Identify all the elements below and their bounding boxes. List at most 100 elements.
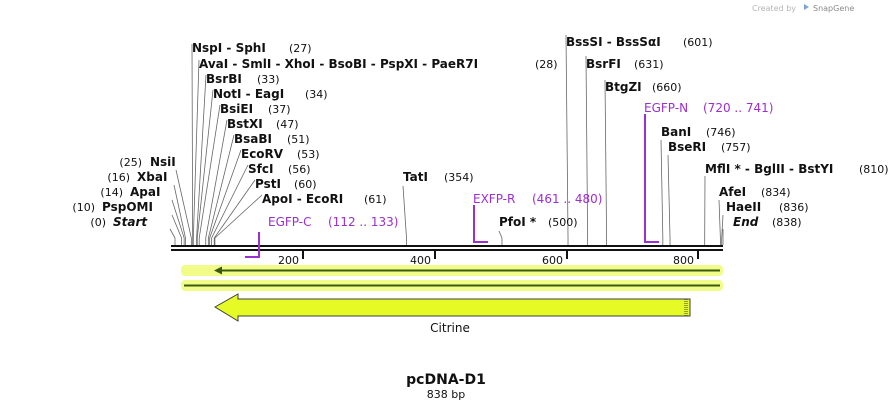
site-leader-line xyxy=(196,74,207,245)
site-bsssi-label: BssSI - BssSαI xyxy=(566,35,661,49)
site-leader-line xyxy=(585,55,589,245)
site-leader-line xyxy=(402,185,407,245)
site-nsii-label: NsiI xyxy=(150,155,176,169)
site-leader-line xyxy=(498,230,503,245)
site-bseri-position: (757) xyxy=(721,141,751,154)
site-bsrfi[interactable]: BsrFI (631) xyxy=(586,57,664,71)
site-leader-line xyxy=(173,184,186,245)
site-bsrbi-label: BsrBI xyxy=(206,72,242,86)
site-sfci-position: (56) xyxy=(288,163,311,176)
site-apai-label: ApaI xyxy=(130,185,160,199)
site-leader-line xyxy=(660,139,664,245)
feature-citrine[interactable]: Citrine xyxy=(214,293,691,335)
site-btgzi-label: BtgZI xyxy=(605,80,642,94)
site-nspi[interactable]: NspI - SphI (27) xyxy=(192,41,312,55)
site-afei-position: (834) xyxy=(761,186,791,199)
map-length: 838 bp xyxy=(427,388,465,401)
site-psti-position: (60) xyxy=(294,178,317,191)
site-btgzi-position: (660) xyxy=(652,81,682,94)
site-bsabi-position: (51) xyxy=(287,133,310,146)
site-leader-line xyxy=(211,164,249,245)
primer-exfp-r[interactable]: EXFP-R (461 .. 480) xyxy=(473,192,602,243)
site-start[interactable]: (0) Start xyxy=(90,215,148,229)
site-leader-line xyxy=(604,79,607,245)
site-tati-position: (354) xyxy=(444,171,474,184)
site-pfoi-position: (500) xyxy=(548,216,578,229)
site-sfci[interactable]: SfcI (56) xyxy=(248,162,311,176)
site-start-label: Start xyxy=(113,215,148,229)
primer-egfp-n[interactable]: EGFP-N (720 .. 741) xyxy=(644,101,773,243)
site-haeii[interactable]: HaeII (836) xyxy=(726,200,809,214)
site-psti-label: PstI xyxy=(255,177,281,191)
site-bsiei-label: BsiEI xyxy=(220,102,253,116)
site-bseri[interactable]: BseRI (757) xyxy=(668,140,751,154)
site-avai[interactable]: AvaI - SmlI - XhoI - BsoBI - PspXI - Pae… xyxy=(199,57,558,71)
site-bsssi[interactable]: BssSI - BssSαI (601) xyxy=(566,35,713,49)
site-pfoi[interactable]: PfoI * (500) xyxy=(499,215,578,229)
site-apoi[interactable]: ApoI - EcoRI (61) xyxy=(262,192,387,206)
site-tati[interactable]: TatI (354) xyxy=(403,170,474,184)
site-psti[interactable]: PstI (60) xyxy=(255,177,317,191)
feature-citrine-label: Citrine xyxy=(430,321,470,335)
site-tati-label: TatI xyxy=(403,170,428,184)
map-title: pcDNA-D1 xyxy=(406,372,486,388)
site-noti[interactable]: NotI - EagI (34) xyxy=(213,87,328,101)
site-leader-line xyxy=(171,214,182,245)
primer-egfp-n-name: EGFP-N xyxy=(644,101,688,115)
site-nsii[interactable]: (25) NsiI xyxy=(119,155,175,169)
site-leader-line xyxy=(721,214,724,245)
primer-exfp-r-range: (461 .. 480) xyxy=(532,192,602,206)
primer-egfp-c[interactable]: EGFP-C (112 .. 133) xyxy=(245,215,398,258)
site-apai-position: (14) xyxy=(100,186,123,199)
snapgene-brand: SnapGene xyxy=(813,4,854,13)
site-leader-line xyxy=(565,34,569,245)
site-labels: NspI - SphI (27) AvaI - SmlI - XhoI - Bs… xyxy=(72,35,888,229)
site-ecorv[interactable]: EcoRV (53) xyxy=(241,147,320,161)
site-ecorv-label: EcoRV xyxy=(241,147,284,161)
site-leader-line xyxy=(213,179,256,245)
ruler-label-400: 400 xyxy=(410,254,431,267)
site-nspi-label: NspI - SphI xyxy=(192,41,266,55)
site-pspomi[interactable]: (10) PspOMI xyxy=(72,200,153,214)
site-nspi-position: (27) xyxy=(289,42,312,55)
primer-egfp-c-range: (112 .. 133) xyxy=(328,215,398,229)
site-avai-position: (28) xyxy=(535,58,558,71)
site-apai[interactable]: (14) ApaI xyxy=(100,185,160,199)
site-afei[interactable]: AfeI (834) xyxy=(719,185,791,199)
site-leader-line xyxy=(205,119,228,245)
site-apoi-position: (61) xyxy=(364,193,387,206)
site-bani[interactable]: BanI (746) xyxy=(661,125,736,139)
site-end-position: (838) xyxy=(772,216,802,229)
site-bani-label: BanI xyxy=(661,125,691,139)
site-btgzi[interactable]: BtgZI (660) xyxy=(605,80,682,94)
site-leader-line xyxy=(667,154,671,245)
site-bsiei-position: (37) xyxy=(268,103,291,116)
primer-egfp-c-name: EGFP-C xyxy=(268,215,311,229)
ruler-label-800: 800 xyxy=(673,254,694,267)
site-haeii-position: (836) xyxy=(779,201,809,214)
site-bsrbi[interactable]: BsrBI (33) xyxy=(206,72,280,86)
site-bani-position: (746) xyxy=(706,126,736,139)
site-bseri-label: BseRI xyxy=(668,140,706,154)
site-mfli-label: MflI * - BglII - BstYI xyxy=(705,162,833,176)
site-avai-label: AvaI - SmlI - XhoI - BsoBI - PspXI - Pae… xyxy=(199,57,478,71)
site-leader-line xyxy=(171,199,185,245)
site-ecorv-position: (53) xyxy=(297,148,320,161)
site-leader-line xyxy=(175,169,192,245)
site-leader-line xyxy=(198,104,221,245)
site-pfoi-label: PfoI * xyxy=(499,215,537,229)
site-bsiei[interactable]: BsiEI (37) xyxy=(220,102,291,116)
site-leader-line xyxy=(196,89,214,245)
site-bsabi[interactable]: BsaBI (51) xyxy=(234,132,310,146)
site-leader-line xyxy=(718,199,721,245)
site-bstxi[interactable]: BstXI (47) xyxy=(227,117,299,131)
site-bsrfi-position: (631) xyxy=(634,58,664,71)
site-bsabi-label: BsaBI xyxy=(234,132,272,146)
site-end[interactable]: End (838) xyxy=(733,215,802,229)
site-mfli[interactable]: MflI * - BglII - BstYI (810) xyxy=(705,162,889,176)
site-leader-line xyxy=(192,59,200,245)
translation-track xyxy=(181,265,723,276)
site-xbai-label: XbaI xyxy=(137,170,167,184)
site-xbai[interactable]: (16) XbaI xyxy=(107,170,167,184)
